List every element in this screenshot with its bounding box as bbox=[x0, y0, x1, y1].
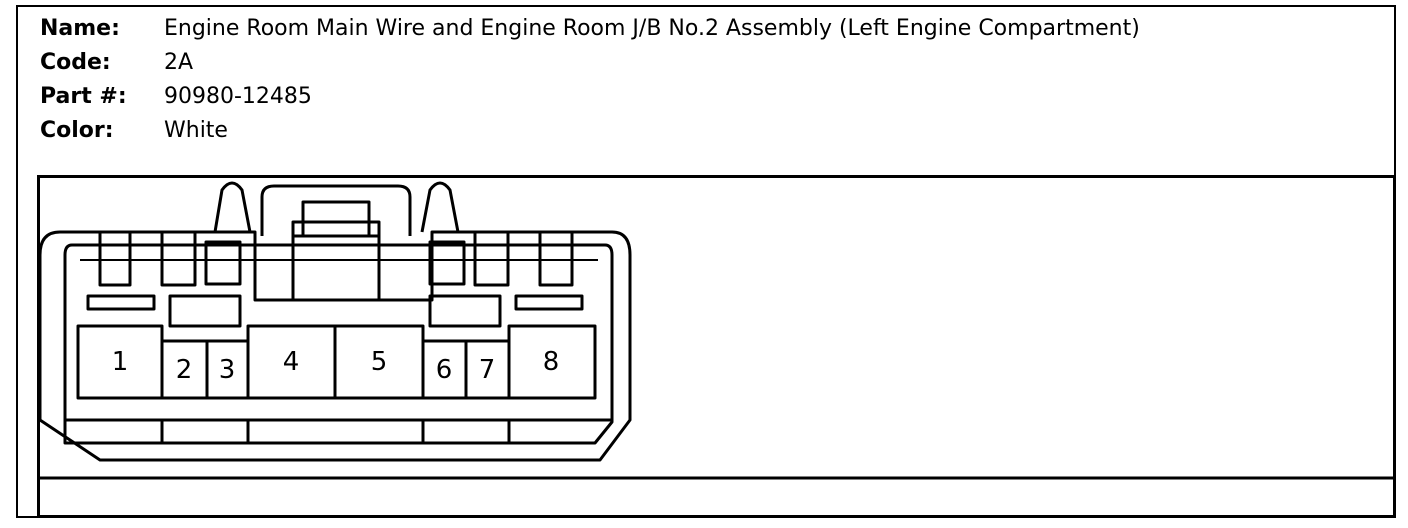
center-lock-latch bbox=[301, 200, 371, 238]
top-slot-left-1 bbox=[98, 232, 132, 287]
pin-cavity-8 bbox=[507, 324, 597, 400]
pin-label-1: 1 bbox=[112, 347, 129, 377]
center-lock-outer bbox=[260, 184, 412, 236]
top-slot-left-2 bbox=[160, 232, 197, 287]
color-value: White bbox=[164, 118, 228, 143]
center-lock-step bbox=[291, 220, 381, 236]
diagram-panel-border bbox=[37, 175, 1396, 518]
pin-labels: 1 2 3 4 5 6 7 8 bbox=[112, 347, 560, 385]
pin-label-5: 5 bbox=[371, 347, 388, 377]
part-number-value: 90980-12485 bbox=[164, 84, 312, 109]
pin-label-2: 2 bbox=[176, 355, 193, 385]
keying-slot-3 bbox=[428, 294, 502, 328]
pin-label-7: 7 bbox=[479, 355, 496, 385]
top-slot-right-1 bbox=[538, 232, 574, 287]
pin-label-6: 6 bbox=[436, 355, 453, 385]
pin-label-3: 3 bbox=[219, 355, 236, 385]
name-value: Engine Room Main Wire and Engine Room J/… bbox=[164, 16, 1140, 41]
top-slot-right-2 bbox=[473, 232, 510, 287]
keying-slot-1 bbox=[86, 294, 156, 311]
connector-diagram: 1 2 3 4 5 6 7 8 bbox=[37, 175, 1396, 518]
top-window-right bbox=[428, 240, 466, 286]
pin-label-8: 8 bbox=[543, 347, 560, 377]
connector-face bbox=[38, 181, 632, 462]
keying-slot-2 bbox=[168, 294, 242, 328]
keying-slot-4 bbox=[514, 294, 584, 311]
pin-label-4: 4 bbox=[283, 347, 300, 377]
locking-tab-left bbox=[213, 181, 252, 233]
locking-tab-right bbox=[420, 181, 460, 233]
connector-housing-inner bbox=[63, 243, 614, 445]
color-label: Color: bbox=[40, 118, 114, 143]
connector-diagram-area: 1 2 3 4 5 6 7 8 bbox=[37, 175, 1396, 518]
top-window-left bbox=[204, 240, 242, 286]
part-number-label: Part #: bbox=[40, 84, 127, 109]
code-value: 2A bbox=[164, 50, 194, 75]
connector-housing-outline bbox=[38, 230, 632, 462]
code-label: Code: bbox=[40, 50, 111, 75]
name-label: Name: bbox=[40, 16, 120, 41]
